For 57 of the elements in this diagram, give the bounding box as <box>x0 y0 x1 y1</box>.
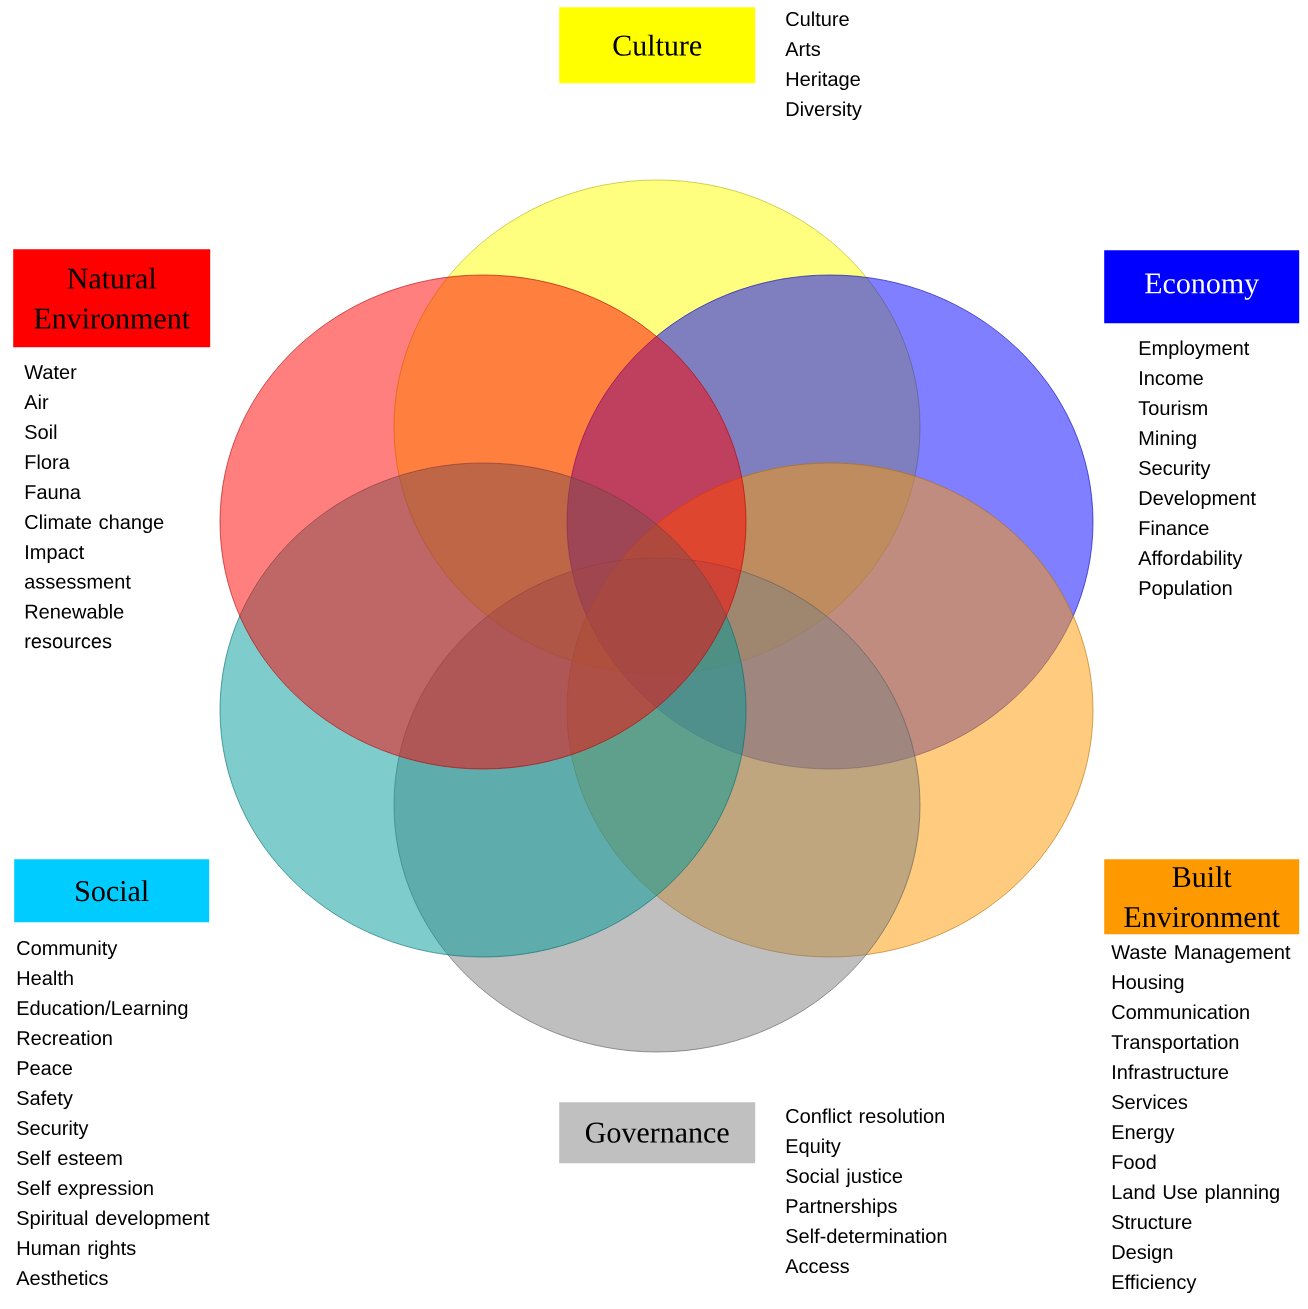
list-item: Self-determination <box>786 1228 947 1244</box>
list-item: Security <box>17 1120 89 1140</box>
list-item: Tourism <box>1138 400 1207 416</box>
list-item: Design <box>1112 1244 1173 1264</box>
heading-box: Governance <box>559 1102 756 1164</box>
list-item: Self esteem <box>17 1150 122 1166</box>
list-item: Efficiency <box>1112 1274 1197 1294</box>
list-item: Finance <box>1139 520 1209 536</box>
list-item: Self expression <box>17 1180 153 1200</box>
list-item: Development <box>1139 490 1256 510</box>
list-item: Diversity <box>786 101 862 121</box>
heading-box: Social <box>14 859 210 923</box>
list-item: Transportation <box>1111 1034 1239 1054</box>
list-item: Social justice <box>786 1168 903 1188</box>
list-item: Soil <box>25 424 57 440</box>
list-item: Housing <box>1112 974 1184 994</box>
list-item: Services <box>1112 1094 1188 1110</box>
heading-box: Natural Environment <box>13 249 211 348</box>
list-item: Fauna <box>25 485 81 500</box>
heading-box: Culture <box>559 7 756 84</box>
list-item: Mining <box>1139 430 1196 450</box>
list-item: Spiritual development <box>17 1210 210 1230</box>
list-item: Safety <box>17 1090 73 1110</box>
list-item: Partnerships <box>786 1198 897 1218</box>
list-item: Waste Management <box>1111 945 1291 964</box>
list-item: Equity <box>786 1138 841 1158</box>
list-item: Water <box>24 365 77 380</box>
list-item: Heritage <box>786 71 860 91</box>
list-item: Income <box>1140 371 1203 386</box>
list-item: Culture <box>786 11 849 27</box>
list-item: Renewable resources <box>25 604 124 649</box>
list-item: Education/Learning <box>17 1000 188 1020</box>
list-item: Climate change <box>25 514 164 534</box>
list-item: Structure <box>1112 1214 1192 1230</box>
list-item: Affordability <box>1138 550 1243 570</box>
list-item: Infrastructure <box>1113 1064 1229 1080</box>
list-item: Population <box>1139 580 1232 600</box>
list-item: Impact assessment <box>25 545 131 589</box>
list-item: Communication <box>1112 1004 1249 1020</box>
list-item: Flora <box>25 454 70 470</box>
list-item: Health <box>17 970 73 986</box>
heading-box: Built Environment <box>1104 859 1300 935</box>
heading-box: Economy <box>1104 250 1300 324</box>
list-item: Peace <box>17 1061 72 1076</box>
list-item: Conflict resolution <box>786 1108 944 1124</box>
list-item: Food <box>1112 1154 1156 1170</box>
list-item: Employment <box>1139 340 1250 360</box>
list-item: Access <box>785 1259 849 1274</box>
list-item: Community <box>17 940 118 960</box>
list-item: Arts <box>785 42 821 57</box>
list-item: Security <box>1139 460 1211 480</box>
list-item: Land Use planning <box>1112 1184 1279 1204</box>
list-item: Recreation <box>17 1030 112 1046</box>
list-item: Air <box>24 394 49 409</box>
list-item: Human rights <box>17 1240 136 1260</box>
list-item: Energy <box>1112 1125 1175 1144</box>
list-item: Aesthetics <box>16 1270 108 1286</box>
